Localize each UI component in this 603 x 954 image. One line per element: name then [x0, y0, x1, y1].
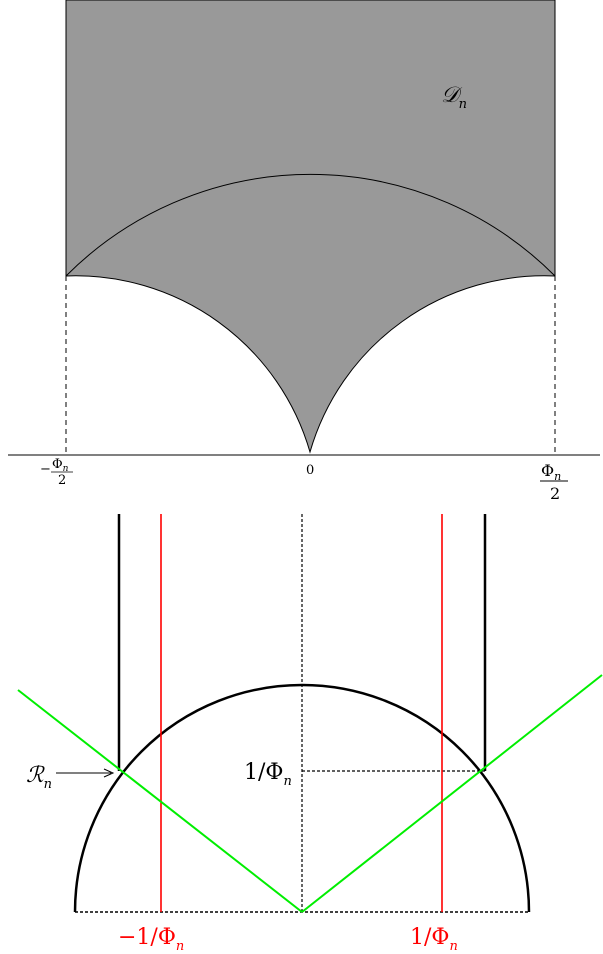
svg-text:Φn: Φn [52, 457, 69, 474]
green-line-left [17, 689, 303, 913]
tick-label-right: Φn 2 [540, 461, 568, 503]
svg-text:Φn: Φn [541, 461, 561, 483]
tick-label-zero: 0 [306, 463, 314, 478]
bottom-panel: ℛn 1/Φn −1/Φn 1/Φn [17, 514, 603, 954]
tick-label-inv-phi: 1/Φn [410, 925, 458, 954]
svg-text:ℛn: ℛn [26, 763, 52, 792]
height-label: 1/Φn [244, 760, 292, 789]
domain-label: 𝒟n [441, 83, 467, 112]
svg-text:−: − [40, 462, 51, 477]
svg-text:2: 2 [58, 473, 66, 488]
tick-label-neg-inv-phi: −1/Φn [118, 925, 184, 954]
top-panel: 𝒟n − Φn 2 0 Φn 2 [8, 0, 600, 503]
fundamental-domain-region [65, 0, 556, 454]
tick-label-left: − Φn 2 [40, 457, 73, 488]
svg-text:2: 2 [550, 484, 560, 503]
outer-arc [65, 173, 556, 277]
region-label-r: ℛn [26, 763, 115, 792]
green-line-right [301, 674, 603, 913]
